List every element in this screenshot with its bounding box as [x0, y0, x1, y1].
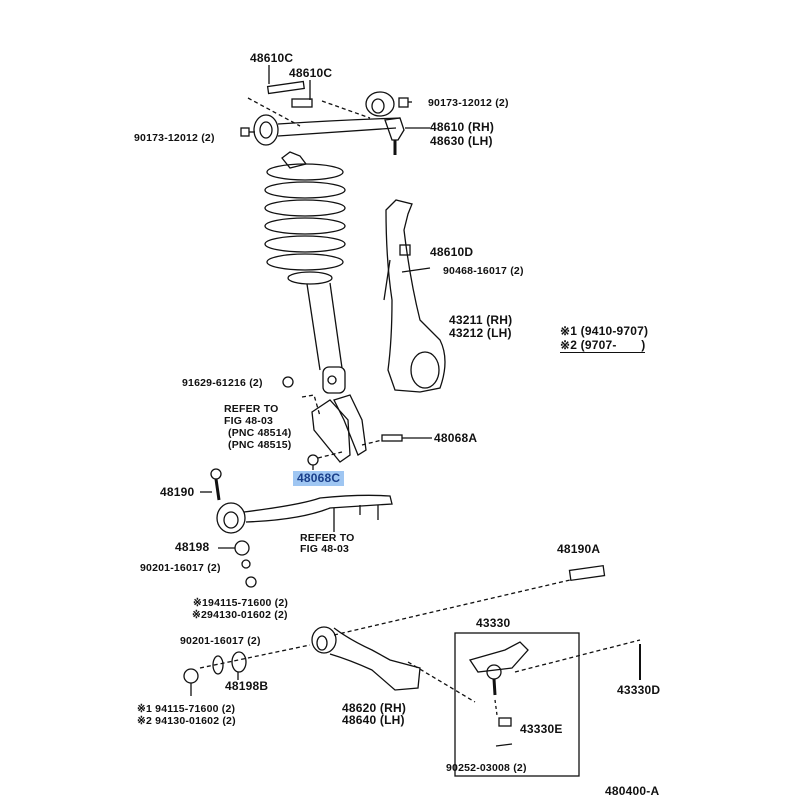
- part-label-94130-01602[interactable]: ※294130-01602 (2): [192, 609, 288, 621]
- part-label-48610c[interactable]: 48610C: [289, 66, 333, 80]
- part-label-90173-12012[interactable]: 90173-12012 (2): [428, 97, 509, 109]
- part-label-90201-16017[interactable]: 90201-16017 (2): [140, 562, 221, 574]
- part-label-48620[interactable]: 48620 (RH): [342, 701, 407, 715]
- part-label-48630[interactable]: 48630 (LH): [430, 134, 493, 148]
- note-1: ※1 (9410-9707): [560, 324, 649, 338]
- part-label-48610d[interactable]: 48610D: [430, 245, 474, 259]
- part-label-48068a[interactable]: 48068A: [434, 431, 478, 445]
- part-label-90173-12012[interactable]: 90173-12012 (2): [134, 132, 215, 144]
- part-label-43211[interactable]: 43211 (RH): [449, 313, 513, 327]
- refer-note: REFER TO: [224, 403, 279, 415]
- note-2: ※2 (9707- ): [560, 338, 646, 353]
- figure-id: 480400-A: [605, 784, 660, 798]
- part-label-48610[interactable]: 48610 (RH): [430, 120, 495, 134]
- part-label-91629-61216[interactable]: 91629-61216 (2): [182, 377, 263, 389]
- refer-note: FIG 48-03: [300, 543, 350, 555]
- steering-knuckle: [383, 199, 446, 393]
- part-label-48198b[interactable]: 48198B: [225, 679, 269, 693]
- part-label-94130-01602[interactable]: ※2 94130-01602 (2): [137, 715, 236, 727]
- upper-arm-bolts: [266, 65, 313, 108]
- strut-arm: [200, 468, 393, 588]
- part-label-94115-71600[interactable]: ※194115-71600 (2): [193, 597, 289, 609]
- part-label-48198[interactable]: 48198: [175, 540, 210, 554]
- part-label-43212[interactable]: 43212 (LH): [449, 326, 512, 340]
- part-label-94115-71600[interactable]: ※1 94115-71600 (2): [137, 703, 236, 715]
- refer-note: FIG 48-03: [224, 415, 274, 427]
- part-label-48068c-highlighted[interactable]: 48068C: [293, 471, 345, 486]
- refer-note: REFER TO: [300, 532, 355, 544]
- lower-control-arm: [183, 564, 606, 696]
- leader-dashed: [247, 97, 371, 127]
- part-label-43330[interactable]: 43330: [476, 616, 511, 630]
- part-label-43330e[interactable]: 43330E: [520, 722, 563, 736]
- coil-spring-shock: [264, 151, 346, 394]
- part-label-48640[interactable]: 48640 (LH): [342, 713, 405, 727]
- refer-note: (PNC 48514): [228, 427, 292, 439]
- part-label-48190a[interactable]: 48190A: [557, 542, 601, 556]
- ball-joint-box: [407, 632, 641, 777]
- part-label-90252-03008[interactable]: 90252-03008 (2): [446, 762, 527, 774]
- part-label-48190[interactable]: 48190: [160, 485, 195, 499]
- upper-control-arm: [240, 91, 430, 155]
- part-label-43330d[interactable]: 43330D: [617, 683, 661, 697]
- part-label-90201-16017[interactable]: 90201-16017 (2): [180, 635, 261, 647]
- lower-bracket: [282, 376, 432, 470]
- part-label-48610c[interactable]: 48610C: [250, 51, 294, 65]
- part-label-90468-16017[interactable]: 90468-16017 (2): [443, 265, 524, 277]
- refer-note: (PNC 48515): [228, 439, 292, 451]
